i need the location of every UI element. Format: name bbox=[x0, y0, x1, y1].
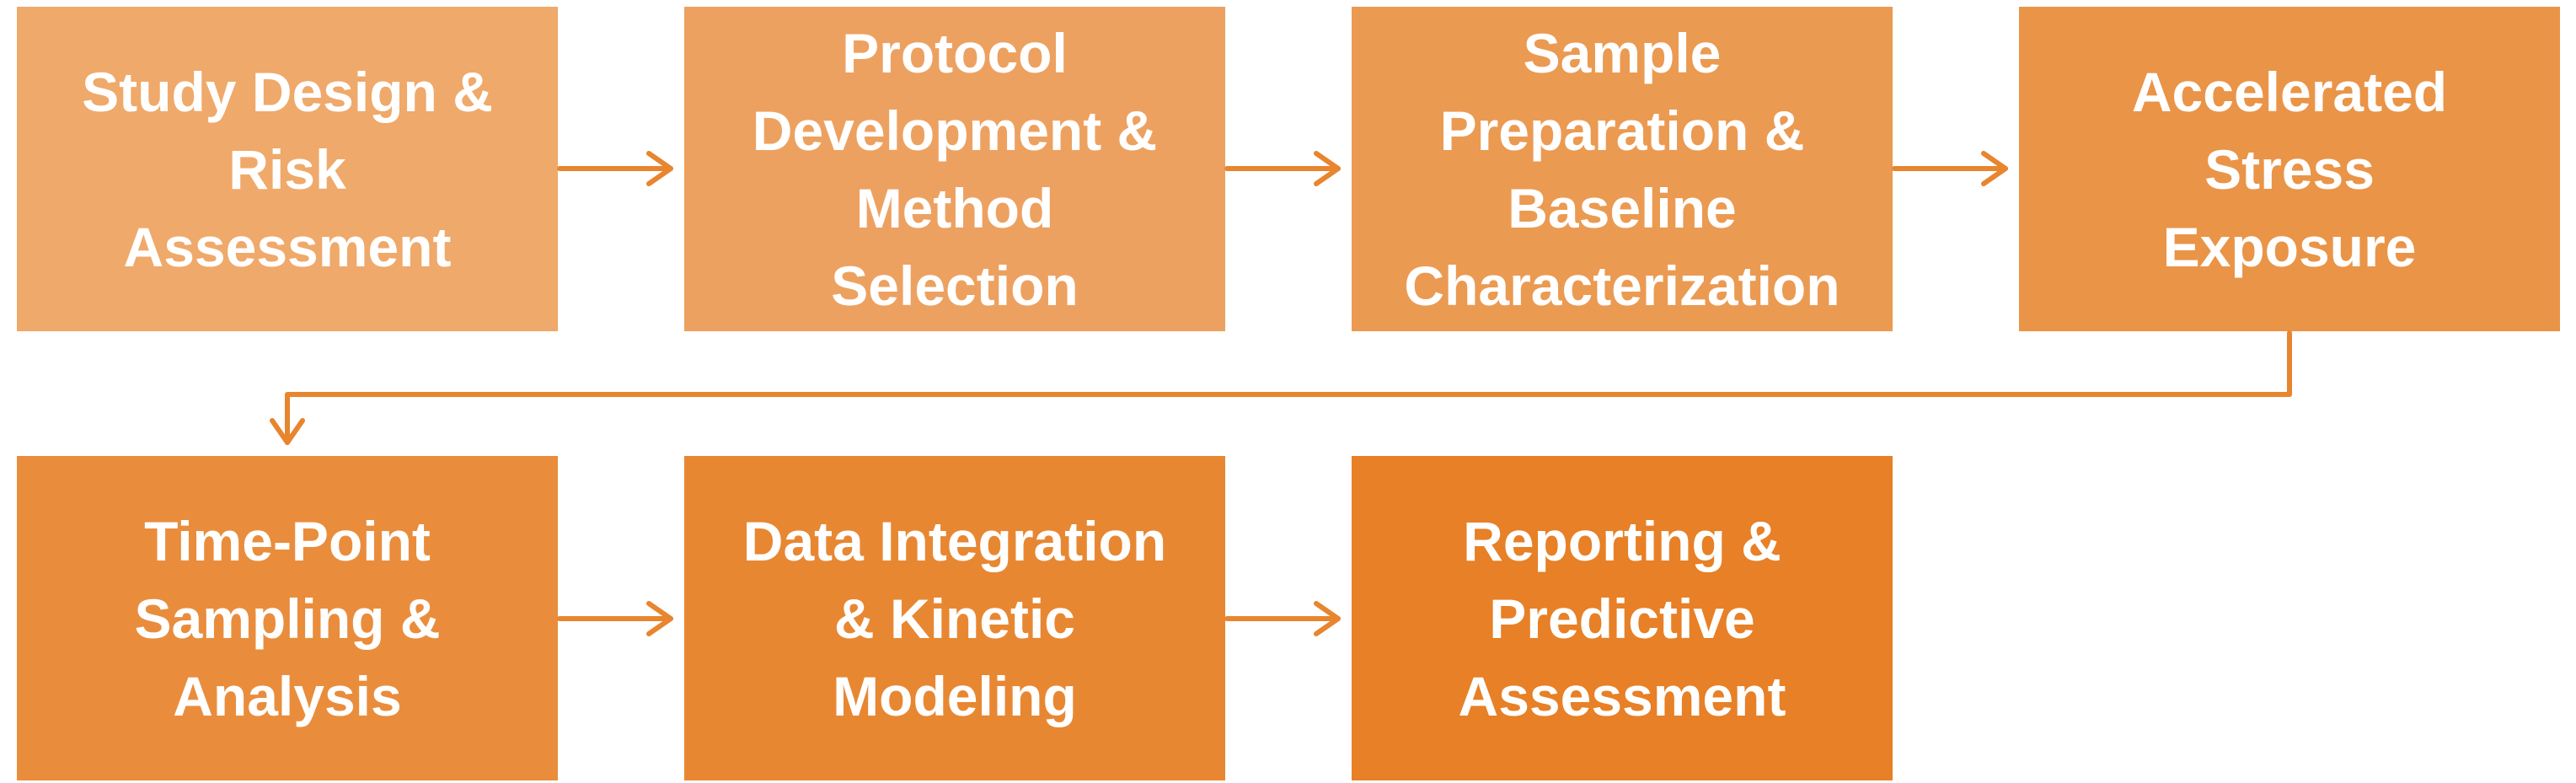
step-study-design: Study Design & Risk Assessment bbox=[17, 7, 558, 331]
step-sample-preparation: Sample Preparation & Baseline Characteri… bbox=[1352, 7, 1893, 331]
step-data-integration: Data Integration & Kinetic Modeling bbox=[684, 456, 1225, 780]
step-reporting: Reporting & Predictive Assessment bbox=[1352, 456, 1893, 780]
step-sample-preparation-label: Sample Preparation & Baseline Characteri… bbox=[1404, 21, 1840, 317]
arrow-3-to-4 bbox=[1892, 151, 2008, 186]
arrow-1-to-2 bbox=[557, 151, 673, 186]
step-protocol-development: Protocol Development & Method Selection bbox=[684, 7, 1225, 331]
step-reporting-label: Reporting & Predictive Assessment bbox=[1458, 509, 1786, 727]
step-accelerated-stress: Accelerated Stress Exposure bbox=[2019, 7, 2560, 331]
step-protocol-development-label: Protocol Development & Method Selection bbox=[752, 21, 1158, 317]
step-data-integration-label: Data Integration & Kinetic Modeling bbox=[742, 509, 1167, 727]
arrow-5-to-6 bbox=[557, 601, 673, 636]
arrow-6-to-7 bbox=[1224, 601, 1341, 636]
step-time-point-sampling: Time-Point Sampling & Analysis bbox=[17, 456, 558, 780]
arrow-4-to-5 bbox=[270, 330, 2292, 445]
step-time-point-sampling-label: Time-Point Sampling & Analysis bbox=[134, 509, 441, 727]
step-study-design-label: Study Design & Risk Assessment bbox=[82, 60, 493, 278]
arrow-2-to-3 bbox=[1224, 151, 1341, 186]
step-accelerated-stress-label: Accelerated Stress Exposure bbox=[2131, 60, 2448, 278]
